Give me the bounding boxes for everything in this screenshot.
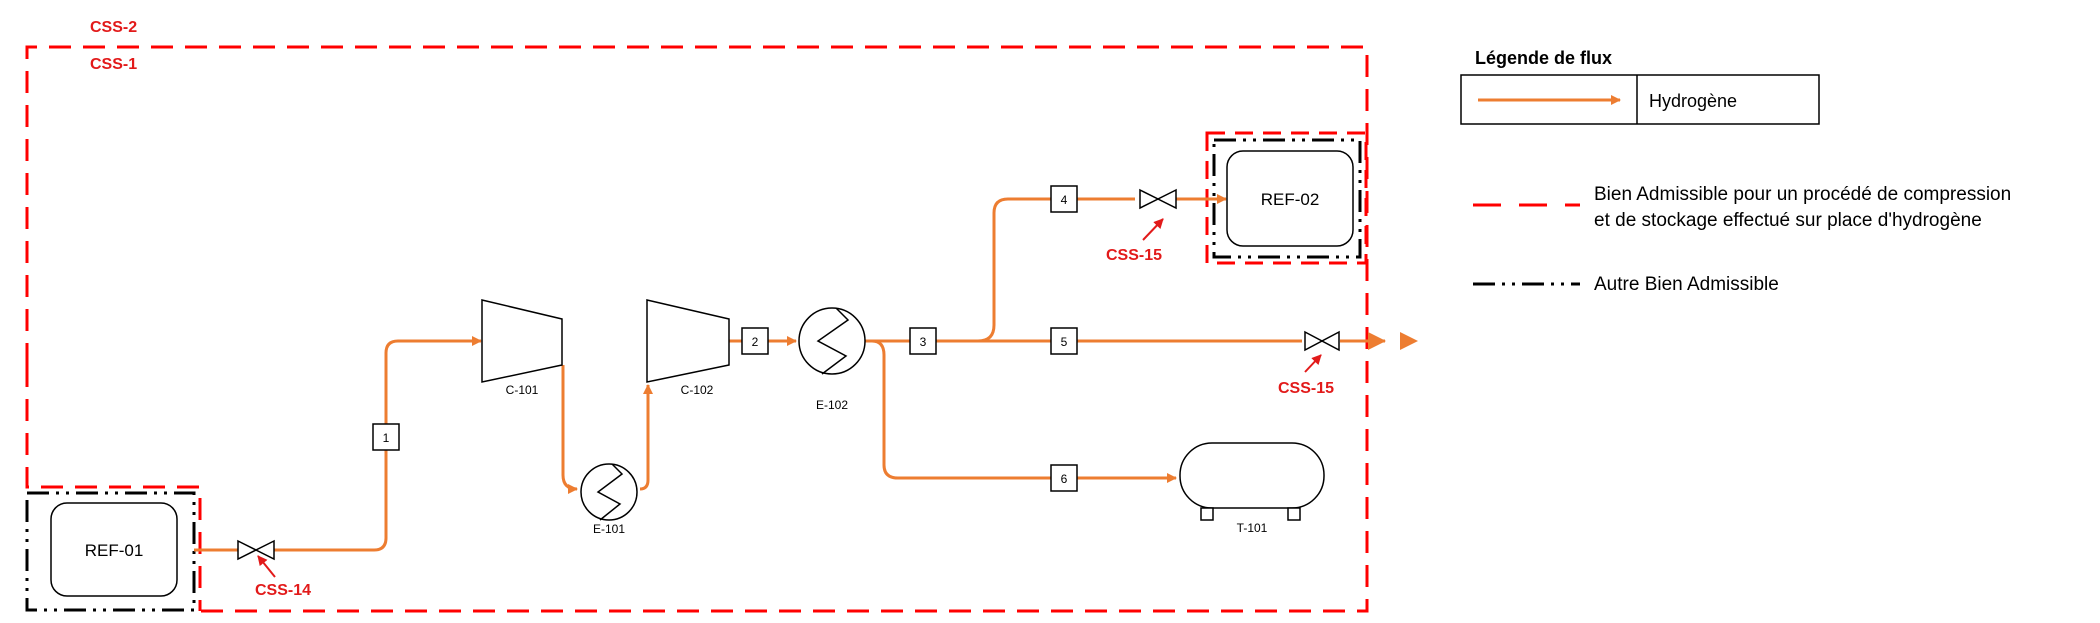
heat-exchanger-e102: E-102 bbox=[798, 307, 866, 412]
svg-text:4: 4 bbox=[1061, 193, 1068, 207]
stream-4: 4 bbox=[1050, 185, 1078, 213]
css1-boundary bbox=[25, 45, 1369, 613]
ref01-label: REF-01 bbox=[85, 541, 144, 560]
c101-label: C-101 bbox=[506, 383, 539, 397]
c102-label: C-102 bbox=[681, 383, 714, 397]
stream-2: 2 bbox=[741, 327, 769, 355]
valve-css15-top bbox=[1139, 188, 1177, 210]
svg-text:2: 2 bbox=[752, 335, 759, 349]
css15-top-label: CSS-15 bbox=[1106, 247, 1162, 264]
compressor-c101: C-101 bbox=[481, 299, 563, 397]
valve-css14 bbox=[237, 539, 275, 561]
legend-title: Légende de flux bbox=[1475, 48, 1612, 68]
ref01-vessel: REF-01 bbox=[50, 502, 178, 597]
callout-arrows bbox=[257, 218, 1322, 578]
stream-6: 6 bbox=[1050, 464, 1078, 492]
storage-tank-t101: T-101 bbox=[1179, 442, 1325, 535]
legend-hydrogen-label: Hydrogène bbox=[1649, 91, 1737, 111]
compressor-c102: C-102 bbox=[646, 299, 730, 397]
legend: Légende de flux Hydrogène Bien Admissibl… bbox=[1460, 48, 2011, 295]
ref02-label: REF-02 bbox=[1261, 190, 1320, 209]
heat-exchanger-e101: E-101 bbox=[580, 463, 638, 536]
stream-5: 5 bbox=[1050, 327, 1078, 355]
css2-label: CSS-2 bbox=[90, 19, 137, 36]
legend-red-line-1: Bien Admissible pour un procédé de compr… bbox=[1594, 184, 2011, 205]
svg-text:3: 3 bbox=[920, 335, 927, 349]
legend-black-label: Autre Bien Admissible bbox=[1594, 274, 1779, 295]
valve-css15-mid bbox=[1304, 330, 1340, 352]
legend-red-line-2: et de stockage effectué sur place d'hydr… bbox=[1594, 210, 1982, 231]
flow-lines bbox=[194, 194, 1385, 552]
svg-text:1: 1 bbox=[383, 431, 390, 445]
css14-label: CSS-14 bbox=[255, 582, 311, 599]
svg-text:6: 6 bbox=[1061, 472, 1068, 486]
stream-3: 3 bbox=[909, 327, 937, 355]
other-asset-boundary-ref02 bbox=[1212, 138, 1362, 259]
e102-label: E-102 bbox=[816, 398, 848, 412]
svg-text:5: 5 bbox=[1061, 335, 1068, 349]
css15-mid-label: CSS-15 bbox=[1278, 380, 1334, 397]
e101-label: E-101 bbox=[593, 522, 625, 536]
stream-1: 1 bbox=[372, 423, 400, 451]
css1-label: CSS-1 bbox=[90, 56, 137, 73]
t101-label: T-101 bbox=[1237, 521, 1268, 535]
ref02-vessel: REF-02 bbox=[1226, 150, 1354, 247]
export-outlet-arrows bbox=[1368, 332, 1418, 350]
